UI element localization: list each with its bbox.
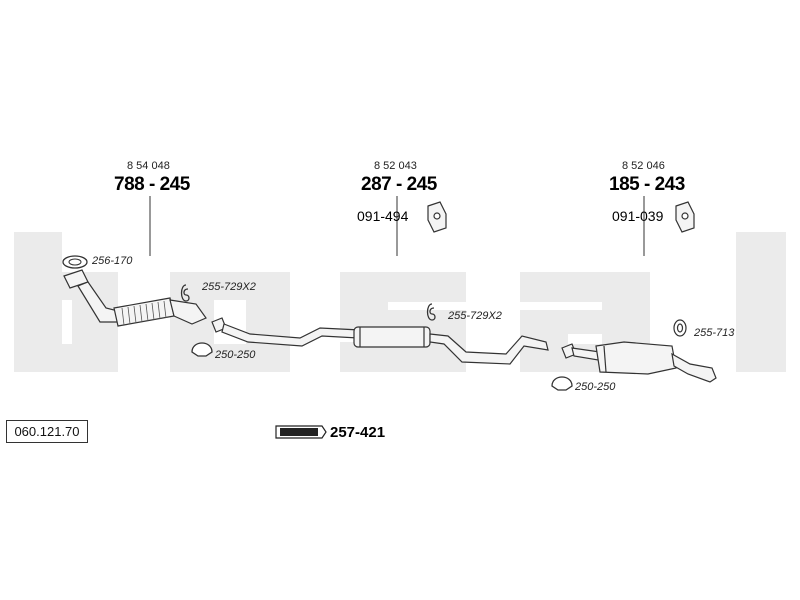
rear-silencer-icon [561,341,717,383]
kit-number: 257-421 [330,424,386,441]
gasket-icon [62,255,88,269]
ring-front-icon [191,342,213,357]
clamp-mid-label: 255-729X2 [448,310,502,322]
ring-rear-icon [551,376,573,391]
mount-rear-icon [675,201,695,233]
hanger-rear-icon [673,319,687,337]
catalog-number: 060.121.70 [6,420,88,443]
ring-front-label: 250-250 [215,349,256,361]
rear-silencer-part: 185 - 243 [609,174,685,195]
rear-silencer-ref: 8 52 046 [622,160,665,172]
clamp-front-label: 255-729X2 [202,281,256,293]
ring-rear-label: 250-250 [575,381,616,393]
mount-center-icon [427,201,447,233]
flex-section-icon [121,300,167,326]
gasket-inner-icon [68,258,82,266]
mount-rear-label: 091-039 [612,208,664,224]
center-silencer-ref: 8 52 043 [374,160,417,172]
kit-logo-icon [275,425,327,439]
front-pipe-icon [63,269,207,327]
center-silencer-icon [353,326,549,365]
gasket-label: 256-170 [92,255,133,267]
clamp-front-icon [180,284,190,302]
clamp-mid-icon [426,303,436,321]
mount-center-label: 091-494 [357,208,409,224]
front-pipe-ref: 8 54 048 [127,160,170,172]
front-pipe-part: 788 - 245 [114,174,190,195]
center-silencer-part: 287 - 245 [361,174,437,195]
hanger-rear-label: 255-713 [694,327,735,339]
